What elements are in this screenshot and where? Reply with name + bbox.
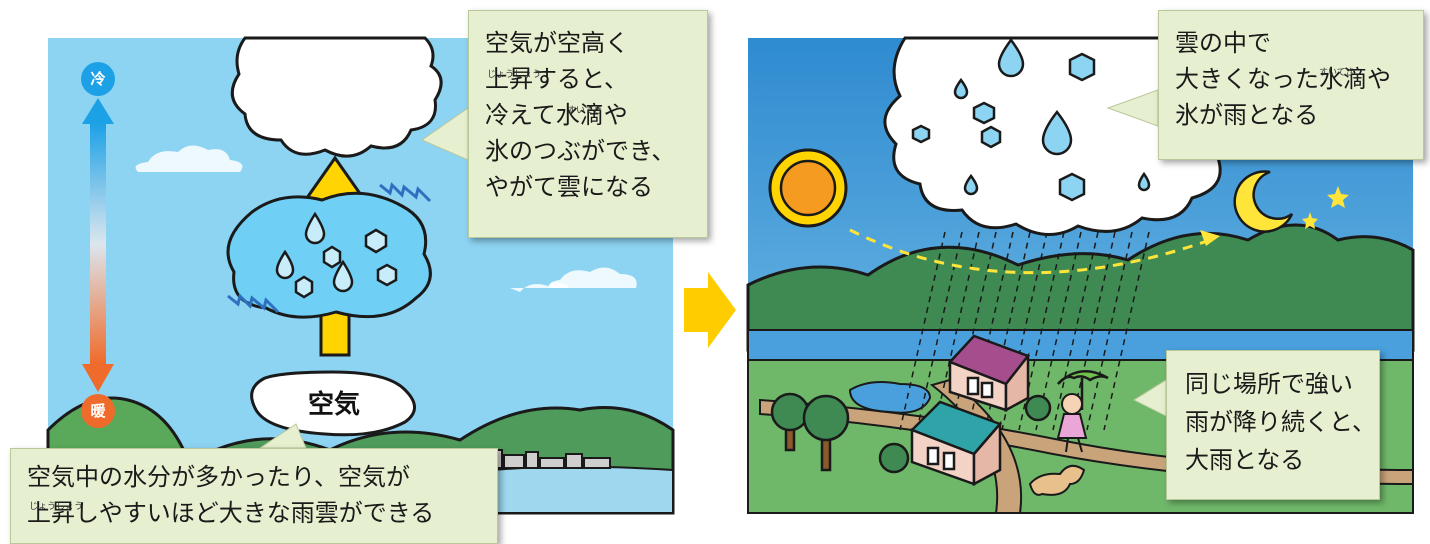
moon-icon bbox=[1233, 170, 1294, 233]
cloud-rain-callout: 雲の中で 大きくなった水滴や 氷が雨となる すいてき bbox=[1158, 10, 1424, 160]
water-drop-icon bbox=[1137, 171, 1151, 192]
water-drop-icon bbox=[1041, 109, 1073, 156]
path-arrowhead-icon bbox=[1200, 230, 1220, 246]
ice-hexagon-icon bbox=[972, 101, 996, 125]
tree-icon bbox=[770, 392, 1052, 474]
thermo-bar bbox=[90, 124, 106, 364]
warm-badge: 暖 bbox=[81, 394, 115, 428]
heavy-rain-callout: 同じ場所で強い 雨が降り続くと、 大雨となる ふ bbox=[1166, 350, 1380, 500]
house-icon bbox=[947, 334, 1031, 413]
sun-icon bbox=[768, 148, 848, 228]
rain-cloud-callout: 空気中の水分が多かったり、空気が 上昇しやすいほど大きな雨雲ができる じょうしょ… bbox=[10, 448, 498, 544]
star-icon bbox=[1327, 186, 1349, 208]
ice-hexagon-icon bbox=[911, 124, 931, 144]
callout-line: 大きくなった水滴や bbox=[1175, 65, 1391, 93]
day-night-path bbox=[849, 228, 1211, 275]
small-cloud bbox=[549, 267, 637, 288]
callout-line: 大雨となる bbox=[1185, 446, 1305, 474]
furigana: すいてき bbox=[567, 106, 603, 116]
callout-line: 雨が降り続くと、 bbox=[1185, 408, 1377, 436]
callout-line: 空気中の水分が多かったり、空気が bbox=[27, 463, 411, 491]
callout-line: 雲の中で bbox=[1175, 29, 1271, 57]
water-drop-icon bbox=[332, 259, 354, 293]
thermo-arrow-up bbox=[82, 98, 114, 124]
water-drop-icon bbox=[963, 173, 979, 196]
dog-icon bbox=[1028, 464, 1086, 496]
ice-hexagon-icon bbox=[322, 245, 342, 269]
heavy-rain-panel: 雲の中で 大きくなった水滴や 氷が雨となる すいてき 同じ場所で強い 雨が降り続… bbox=[730, 0, 1430, 544]
callout-line: 冷えて水滴や bbox=[485, 101, 628, 129]
small-cloud bbox=[135, 145, 243, 172]
cloud bbox=[230, 36, 443, 158]
zigzag-cold-icon bbox=[379, 182, 432, 203]
transition-arrow-icon bbox=[684, 272, 736, 348]
callout-line: やがて雲になる bbox=[485, 173, 653, 201]
thermo-arrow-down bbox=[82, 364, 114, 392]
ice-hexagon-icon bbox=[980, 125, 1002, 149]
furigana: すいてき bbox=[1319, 68, 1355, 78]
water-drop-icon bbox=[997, 37, 1025, 78]
air-label: 空気 bbox=[308, 390, 361, 420]
callout-line: 同じ場所で強い bbox=[1185, 370, 1353, 398]
small-cloud bbox=[510, 282, 570, 292]
callout-line: 氷のつぶができ、 bbox=[485, 137, 676, 165]
house-icon bbox=[909, 400, 1003, 487]
star-icon bbox=[1302, 212, 1318, 229]
water-drop-icon bbox=[953, 77, 969, 100]
callout-line: 上昇しやすいほど大きな雨雲ができる bbox=[27, 499, 435, 527]
ice-hexagon-icon bbox=[294, 275, 314, 299]
callout-line: 氷が雨となる bbox=[1175, 101, 1319, 129]
furigana: じょうしょう bbox=[487, 70, 542, 80]
ice-hexagon-icon bbox=[1068, 52, 1096, 82]
pond bbox=[848, 381, 932, 414]
rising-air-panel: 冷 暖 空気 空気が空高く 上昇すると、 冷えて水滴や 氷のつぶができ、 やがて… bbox=[0, 0, 708, 544]
rising-air-callout: 空気が空高く 上昇すると、 冷えて水滴や 氷のつぶができ、 やがて雲になる じょ… bbox=[468, 10, 708, 238]
furigana: ふ bbox=[1233, 411, 1243, 421]
zigzag-cold-icon bbox=[227, 293, 280, 314]
cold-badge: 冷 bbox=[81, 62, 115, 96]
air-bubble bbox=[250, 370, 416, 437]
water-drop-icon bbox=[275, 249, 295, 280]
furigana: じょうしょう bbox=[29, 502, 84, 512]
child-icon bbox=[1056, 393, 1088, 453]
callout-line: 上昇すると、 bbox=[485, 65, 629, 93]
ice-hexagon-icon bbox=[364, 228, 388, 254]
callout-line: 空気が空高く bbox=[485, 29, 629, 57]
ice-hexagon-icon bbox=[1058, 172, 1086, 202]
water-drop-icon bbox=[304, 211, 326, 245]
ice-hexagon-icon bbox=[376, 263, 398, 287]
mountain bbox=[746, 223, 1415, 352]
